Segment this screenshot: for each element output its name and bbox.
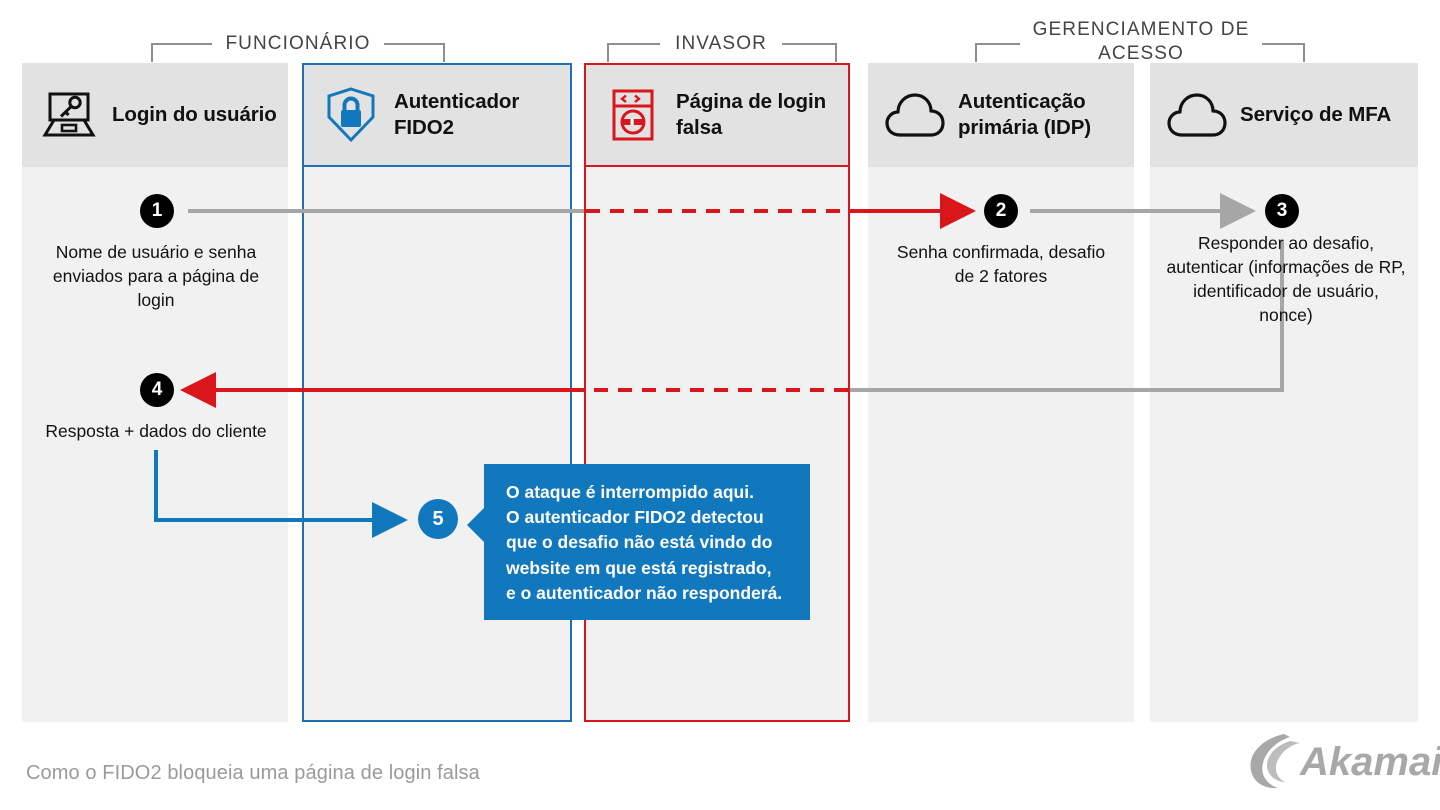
laptop-key-icon [40,87,98,143]
akamai-logo: Akamai [1244,728,1440,790]
group-label-text: GERENCIAMENTO DE ACESSO [1032,19,1250,64]
column-header-login-usuario: Login do usuário [22,63,288,167]
cloud-icon [885,87,945,143]
column-body-servico-mfa [1150,63,1418,722]
step-badge-3: 3 [1265,194,1299,228]
step-text-2: Senha confirmada, desafio de 2 fatores [896,242,1106,287]
group-label-invasor: INVASOR [660,32,782,56]
svg-text:Akamai: Akamai [1299,740,1440,784]
column-header-pagina-login-falsa: Página de login falsa [584,63,850,167]
step-text-4: Resposta + dados do cliente [45,421,267,441]
step-number: 5 [432,507,444,530]
callout-line: O ataque é interrompido aqui. [506,482,754,502]
callout-line: website em que está registrado, [506,557,772,578]
cloud-icon [1167,87,1227,143]
group-label-text: FUNCIONÁRIO [225,33,371,54]
group-label-text: INVASOR [675,33,767,54]
figure-caption: Como o FIDO2 bloqueia uma página de logi… [26,762,480,784]
column-header-autenticador-fido2: Autenticador FIDO2 [302,63,572,167]
step-number: 2 [995,200,1007,221]
step-number: 1 [151,200,163,221]
column-header-autenticacao-primaria: Autenticação primária (IDP) [868,63,1134,167]
step-text-1: Nome de usuário e senha enviados para a … [52,242,260,311]
callout-line: O autenticador FIDO2 detectou [506,507,764,528]
column-label: Página de login falsa [676,89,826,139]
step-number: 4 [151,379,163,400]
group-label-funcionario: FUNCIONÁRIO [212,32,384,56]
step-badge-2: 2 [984,194,1018,228]
column-label: Autenticação primária (IDP) [958,89,1092,139]
step-number: 3 [1276,200,1288,221]
shield-lock-icon [322,87,380,143]
column-label: Login do usuário [112,102,277,126]
column-label: Serviço de MFA [1240,102,1392,126]
step-badge-4: 4 [140,373,174,407]
step-badge-5: 5 [418,499,458,539]
column-body-autenticacao-primaria [868,63,1134,722]
callout-line: e o autenticador não responderá. [506,582,783,603]
callout-attack-blocked: O ataque é interrompido aqui. O autentic… [467,464,810,620]
step-badge-1: 1 [140,194,174,228]
group-label-gerenciamento: GERENCIAMENTO DE ACESSO [1000,18,1282,66]
column-label: Autenticador FIDO2 [394,89,520,139]
browser-masked-face-icon [604,87,662,143]
callout-line: que o desafio não está vindo do [506,532,773,553]
step-text-3: Responder ao desafio, autenticar (inform… [1166,233,1406,326]
column-header-servico-mfa: Serviço de MFA [1150,63,1418,167]
